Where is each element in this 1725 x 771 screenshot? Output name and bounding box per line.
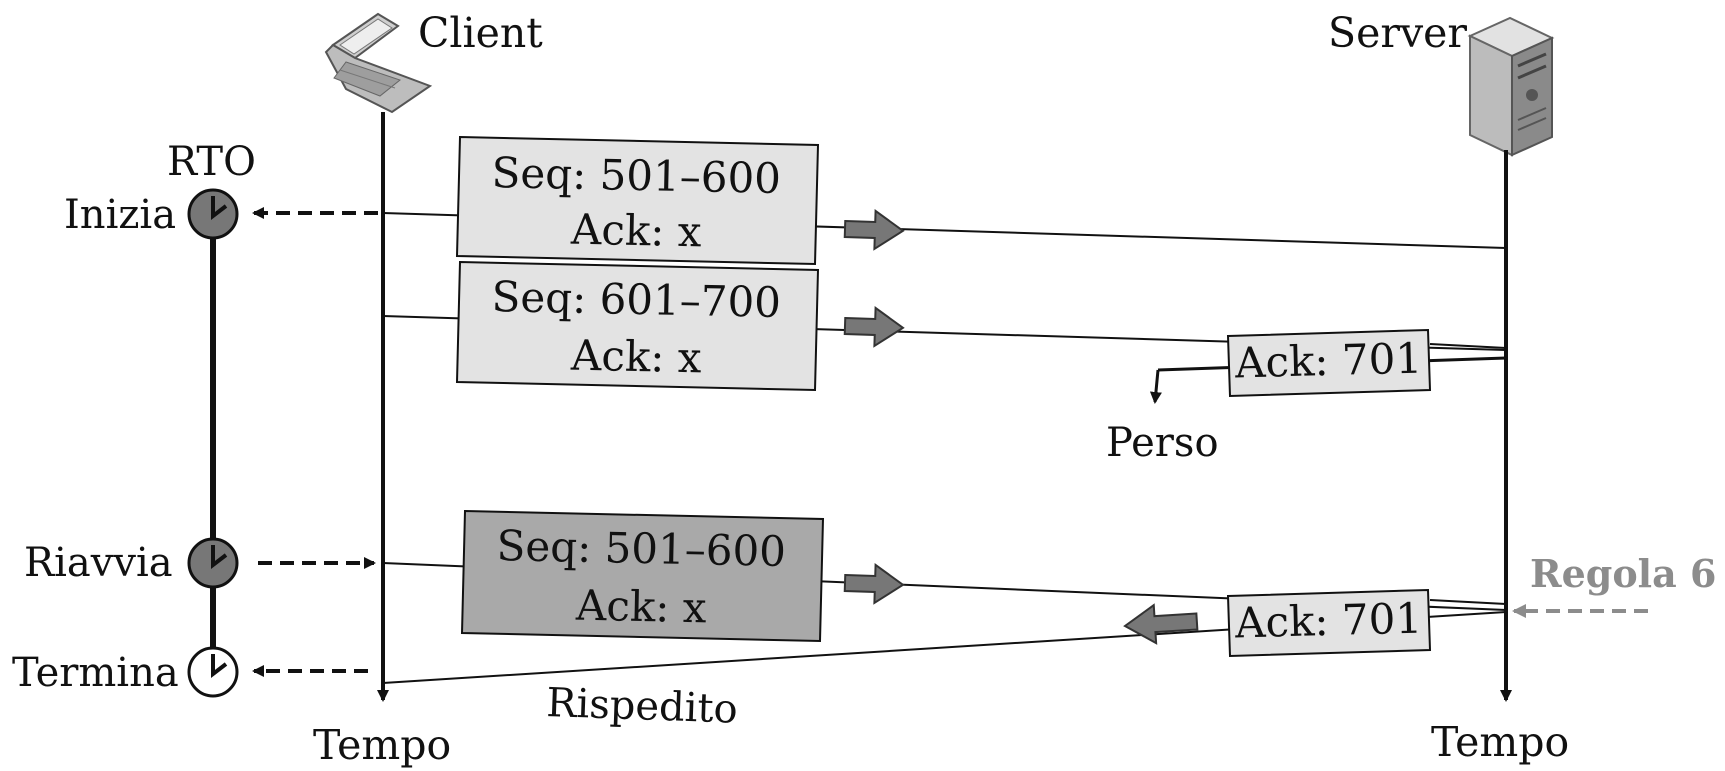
- rto-label: RTO: [167, 139, 256, 185]
- server-icon: [1467, 16, 1555, 157]
- lost-label: Perso: [1106, 420, 1219, 466]
- arrow-right-icon: [843, 209, 905, 251]
- segment-2-seq: Seq: 601–700: [491, 272, 781, 327]
- lost-ack-box: [1226, 328, 1432, 398]
- timer-start-label: Inizia: [64, 192, 176, 238]
- arrow-left-icon: [1123, 603, 1199, 645]
- laptop-icon: [324, 12, 433, 114]
- arrow-right-icon: [843, 563, 905, 605]
- segment-1-seq: Seq: 501–600: [491, 148, 781, 203]
- clock-icon: [187, 188, 239, 240]
- server-label: Server: [1328, 9, 1467, 57]
- segment-3-box: [460, 509, 825, 643]
- segment-1-ack: Ack: x: [570, 205, 703, 257]
- segment-3-seq: Seq: 501–600: [496, 521, 786, 576]
- arrow-right-icon: [843, 306, 905, 348]
- lost-ack-label: Ack: 701: [1234, 334, 1423, 388]
- segment-3-ack: Ack: x: [575, 581, 708, 633]
- resent-ack-path-2: [1429, 599, 1507, 605]
- clock-icon: [187, 646, 239, 698]
- timer-stop-label: Termina: [12, 650, 179, 696]
- server-time-label: Tempo: [1431, 718, 1569, 766]
- client-label: Client: [418, 9, 543, 57]
- segment-2-box: [455, 260, 820, 392]
- resent-label: Rispedito: [546, 680, 739, 733]
- clock-icon: [187, 537, 239, 589]
- rule-label: Regola 6: [1530, 551, 1716, 596]
- client-time-label: Tempo: [313, 721, 451, 769]
- timer-restart-label: Riavvia: [24, 540, 173, 586]
- lost-ack-path-2: [1429, 343, 1507, 349]
- resent-ack-label: Ack: 701: [1234, 594, 1423, 648]
- segment-1-box: [455, 135, 820, 266]
- lost-drop-arrow: [1149, 369, 1162, 404]
- resent-ack-box: [1226, 588, 1432, 658]
- segment-2-ack: Ack: x: [570, 331, 703, 383]
